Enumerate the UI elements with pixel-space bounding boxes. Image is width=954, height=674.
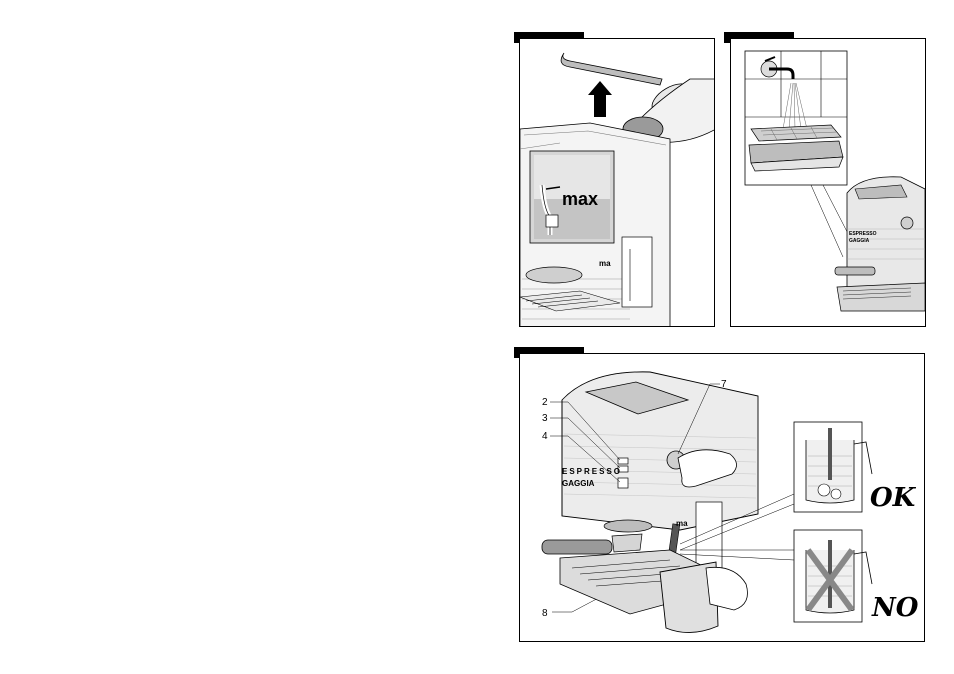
callout-8: 8 [542, 608, 548, 619]
figure-rinse-drip-tray: ESPRESSO GAGGIA [730, 38, 926, 327]
brand-line1: ESPRESSO [562, 467, 622, 476]
ok-label: OK [870, 483, 917, 513]
ma-label: ma [599, 259, 611, 268]
ok-inset [794, 422, 872, 512]
portafilter-handle [542, 540, 612, 554]
brand-line2: GAGGIA [849, 238, 870, 244]
brand-line2: GAGGIA [562, 479, 595, 488]
hand-holding-jug [706, 567, 748, 610]
reservoir-lid [561, 53, 662, 85]
rinse-drip-tray-illustration: ESPRESSO GAGGIA [731, 39, 926, 327]
switch-2 [618, 458, 628, 464]
figure-fill-reservoir: max ma [519, 38, 715, 327]
callout-7: 7 [721, 379, 727, 390]
callout-2: 2 [542, 397, 548, 408]
ma-label: ma [676, 519, 688, 528]
callout-4: 4 [542, 431, 548, 442]
brand-line1: ESPRESSO [849, 231, 877, 237]
up-arrow-icon [588, 81, 612, 117]
max-label: max [562, 189, 598, 209]
callout-3: 3 [542, 413, 548, 424]
reservoir-window [622, 237, 652, 307]
switch-4 [618, 478, 628, 488]
steam-frothing-illustration: ESPRESSO GAGGIA 2 3 4 7 8 ma [520, 354, 925, 642]
figure-steam-frothing: ESPRESSO GAGGIA 2 3 4 7 8 ma [519, 353, 925, 642]
no-label: NO [871, 593, 919, 623]
no-inset [794, 530, 872, 622]
fill-reservoir-illustration: max ma [520, 39, 715, 327]
